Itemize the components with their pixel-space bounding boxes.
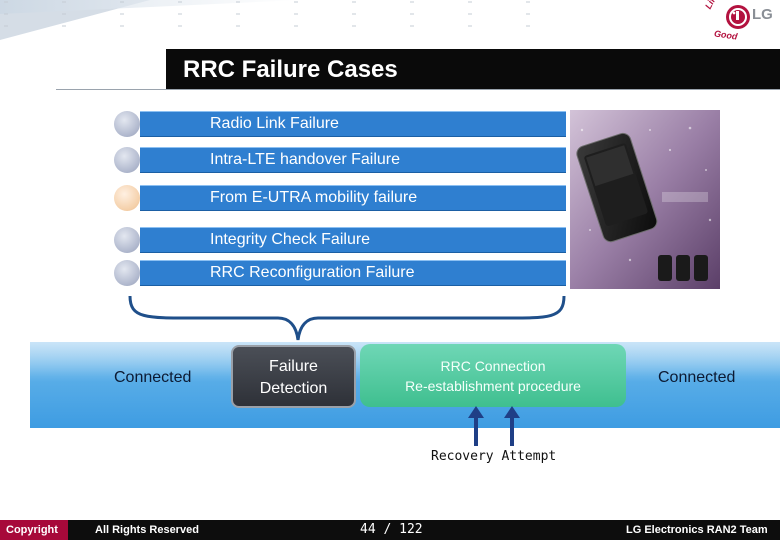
failure-detection-line1: Failure: [233, 356, 354, 378]
case-label: From E-UTRA mobility failure: [210, 189, 417, 207]
bullet-circle-icon: [114, 147, 140, 173]
case-item-integrity: Integrity Check Failure: [114, 227, 568, 253]
footer-team: LG Electronics RAN2 Team: [626, 524, 768, 536]
phone-photo: [570, 110, 720, 289]
case-label: RRC Reconfiguration Failure: [210, 264, 415, 282]
bullet-circle-icon: [114, 111, 140, 137]
page-title: RRC Failure Cases: [183, 56, 398, 84]
bullet-circle-icon: [114, 260, 140, 286]
grouping-brace-icon: [128, 290, 568, 344]
procedure-line2: Re-establishment procedure: [360, 376, 626, 396]
case-item-radio-link: Radio Link Failure: [114, 111, 568, 137]
footer-page-number: 44 / 122: [360, 522, 423, 537]
state-connected-left: Connected: [114, 369, 191, 387]
footer: Copyright All Rights Reserved 44 / 122 L…: [0, 520, 780, 540]
failure-detection-line2: Detection: [233, 378, 354, 400]
recovery-attempt-label: Recovery Attempt: [431, 449, 556, 464]
footer-copyright: Copyright: [6, 524, 58, 536]
case-label: Radio Link Failure: [210, 115, 339, 133]
case-item-reconfiguration: RRC Reconfiguration Failure: [114, 260, 568, 286]
failure-detection-box: Failure Detection: [231, 345, 356, 408]
case-bar: [140, 111, 566, 137]
failure-detection-label: Failure Detection: [233, 356, 354, 400]
procedure-line1: RRC Connection: [360, 356, 626, 376]
recovery-arrows-icon: [464, 404, 524, 448]
footer-rights: All Rights Reserved: [95, 524, 199, 536]
reestablishment-label: RRC Connection Re-establishment procedur…: [360, 356, 626, 396]
reestablishment-procedure-box: RRC Connection Re-establishment procedur…: [360, 344, 626, 407]
dash-pattern: [0, 0, 560, 34]
case-item-handover: Intra-LTE handover Failure: [114, 147, 568, 173]
logo-brand: LG: [752, 6, 773, 23]
state-connected-right: Connected: [658, 369, 735, 387]
case-label: Intra-LTE handover Failure: [210, 151, 400, 169]
bullet-circle-icon: [114, 185, 140, 211]
case-label: Integrity Check Failure: [210, 231, 370, 249]
bullet-circle-icon: [114, 227, 140, 253]
case-item-mobility: From E-UTRA mobility failure: [114, 185, 568, 211]
title-underline: [56, 89, 780, 90]
